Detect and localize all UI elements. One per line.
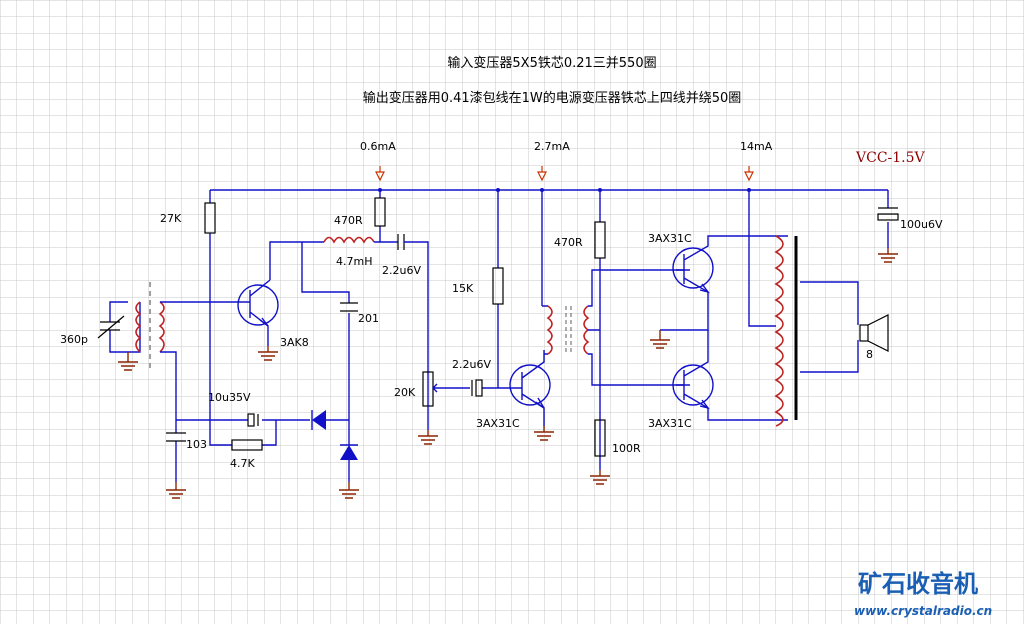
detector-diode — [311, 410, 349, 430]
title-line-2: 输出变压器用0.41漆包线在1W的电源变压器铁芯上四线并绕50圈 — [363, 90, 742, 106]
capacitor-10u35v — [176, 413, 310, 427]
current-arrow-2 — [537, 166, 547, 182]
label-470r-1: 470R — [334, 214, 363, 227]
label-2-2u-2: 2.2u6V — [452, 358, 491, 371]
label-15k: 15K — [452, 282, 474, 295]
label-201: 201 — [358, 312, 379, 325]
label-27k: 27K — [160, 212, 182, 225]
capacitor-100u6v — [877, 190, 899, 263]
resistor-470r-2 — [594, 190, 606, 420]
label-3ax31c-upper: 3AX31C — [648, 232, 692, 245]
transistor-3ax31c-driver — [508, 350, 554, 441]
label-100u6v: 100u6V — [900, 218, 943, 231]
transistor-3ak8 — [237, 279, 279, 361]
speaker — [859, 314, 889, 352]
resistor-4-7k — [209, 420, 277, 451]
label-360p: 360p — [60, 333, 88, 346]
label-3ax31c-driver: 3AX31C — [476, 417, 520, 430]
resistor-27k — [204, 190, 216, 420]
label-3ax31c-lower: 3AX31C — [648, 417, 692, 430]
capacitor-2-2u-2 — [444, 379, 508, 397]
label-20k: 20K — [394, 386, 416, 399]
label-2-2u-1: 2.2u6V — [382, 264, 421, 277]
output-transformer — [748, 190, 859, 427]
label-4-7mh: 4.7mH — [336, 255, 372, 268]
label-3ak8: 3AK8 — [280, 336, 309, 349]
resistor-470r-1 — [374, 190, 386, 242]
current-label-2: 2.7mA — [534, 140, 570, 153]
ground-emitters — [650, 330, 670, 349]
brand-logo-text: 矿石收音机 — [858, 570, 978, 598]
input-transformer — [135, 282, 240, 420]
label-100r: 100R — [612, 442, 641, 455]
potentiometer-20k — [418, 371, 444, 445]
label-103: 103 — [186, 438, 207, 451]
capacitor-103 — [166, 420, 186, 499]
inductor-4-7mh — [269, 236, 398, 280]
current-label-3: 14mA — [740, 140, 773, 153]
current-arrow-1 — [375, 166, 385, 182]
vcc-label: VCC-1.5V — [855, 150, 926, 166]
transistor-3ax31c-upper — [660, 235, 788, 331]
label-470r-2: 470R — [554, 236, 583, 249]
brand-website: www.crystalradio.cn — [854, 604, 992, 618]
resistor-15k — [492, 190, 504, 388]
capacitor-2-2u-1 — [397, 234, 429, 372]
resistor-100r — [590, 419, 610, 485]
zener-diode — [339, 420, 359, 499]
label-4-7k: 4.7K — [230, 457, 255, 470]
current-arrow-3 — [744, 166, 754, 182]
label-10u35v: 10u35V — [208, 391, 251, 404]
interstage-transformer — [541, 190, 690, 386]
title-line-1: 输入变压器5X5铁芯0.21三并550圈 — [447, 55, 656, 71]
label-speaker-8: 8 — [866, 348, 873, 361]
capacitor-201 — [301, 242, 358, 420]
current-label-1: 0.6mA — [360, 140, 396, 153]
transistor-3ax31c-lower — [672, 330, 788, 421]
